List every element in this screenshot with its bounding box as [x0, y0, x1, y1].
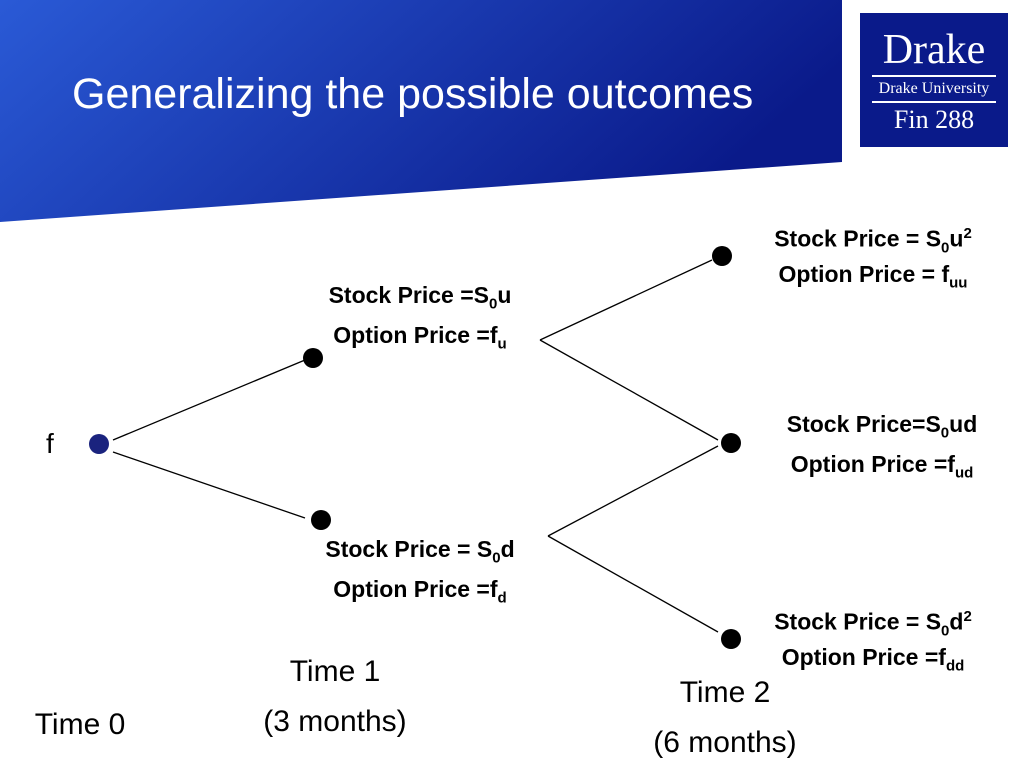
stock-price-line: Stock Price = S0d2	[774, 608, 972, 640]
stock-price-line: Stock Price=S0ud	[786, 411, 978, 442]
logo-name: Drake	[882, 27, 986, 73]
label-node-down: Stock Price = S0d Option Price =fd	[300, 529, 540, 609]
edge-root-down	[112, 451, 306, 519]
logo-divider	[872, 101, 996, 103]
time-0-text: Time 0	[34, 708, 126, 741]
stock-price-line: Stock Price = S0d	[325, 536, 515, 567]
slide-title: Generalizing the possible outcomes	[72, 70, 754, 118]
label-node-ud: Stock Price=S0ud Option Price =fud	[760, 404, 1004, 484]
time-1-detail: (3 months)	[263, 705, 407, 738]
node-uu	[712, 246, 732, 266]
edge-up-uu	[539, 259, 713, 341]
node-ud	[721, 433, 741, 453]
stock-price-line: Stock Price =S0u	[328, 282, 512, 313]
option-price-line: Option Price =fdd	[781, 644, 965, 675]
logo-university: Drake University	[878, 80, 990, 97]
time-2-label: Time 2 (6 months)	[620, 668, 830, 768]
stock-price-line: Stock Price = S0u2	[774, 225, 972, 257]
label-node-dd: Stock Price = S0d2 Option Price =fdd	[748, 597, 998, 677]
option-price-line: Option Price =fud	[790, 451, 974, 482]
logo-course: Fin 288	[893, 105, 975, 134]
root-node	[89, 434, 109, 454]
option-price-line: Option Price = fuu	[778, 261, 968, 292]
time-0-label: Time 0	[10, 700, 150, 750]
drake-logo: Drake Drake University Fin 288	[858, 11, 1010, 149]
node-dd	[721, 629, 741, 649]
root-label: f	[46, 428, 54, 459]
time-1-text: Time 1	[289, 655, 381, 688]
time-1-label: Time 1 (3 months)	[230, 647, 440, 747]
option-price-line: Option Price =fd	[333, 576, 507, 607]
time-2-detail: (6 months)	[653, 726, 797, 759]
node-up	[303, 348, 323, 368]
option-price-line: Option Price =fu	[333, 322, 507, 353]
label-node-up: Stock Price =S0u Option Price =fu	[300, 275, 540, 355]
edge-down-dd	[547, 535, 719, 633]
label-node-uu: Stock Price = S0u2 Option Price = fuu	[748, 214, 998, 294]
edge-down-ud	[547, 445, 719, 537]
edge-root-up	[112, 359, 306, 441]
node-down	[311, 510, 331, 530]
edge-up-ud	[539, 339, 719, 441]
logo-divider	[872, 75, 996, 77]
time-2-text: Time 2	[679, 676, 771, 709]
title-banner	[0, 0, 842, 222]
